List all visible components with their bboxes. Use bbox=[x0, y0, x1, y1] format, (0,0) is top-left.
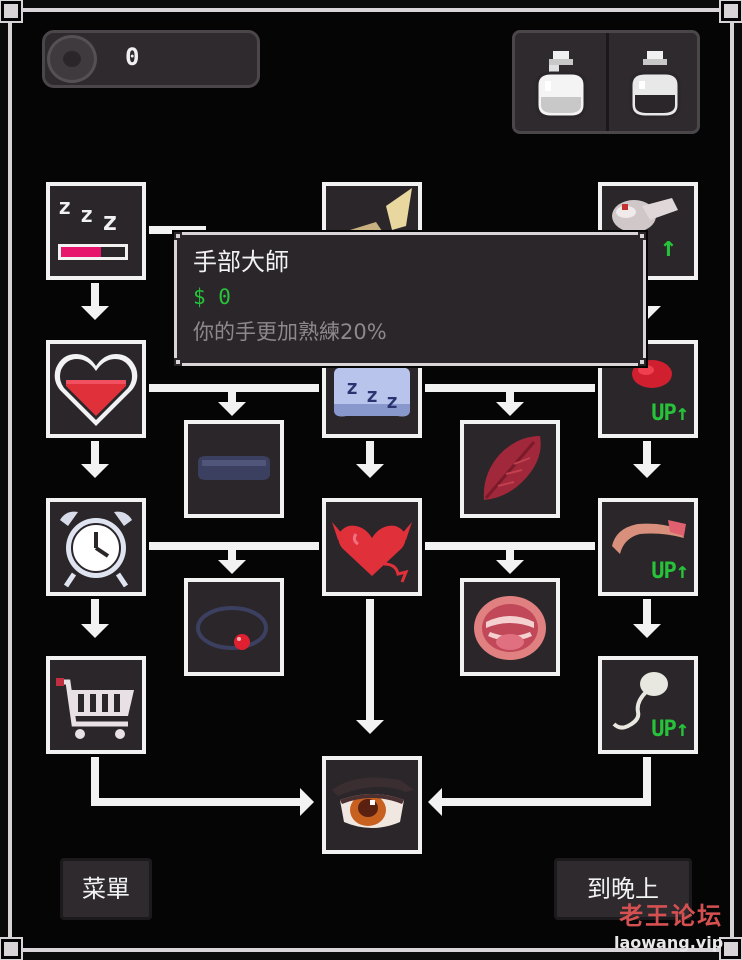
connector-line bbox=[91, 278, 99, 306]
eye-icon bbox=[332, 777, 414, 828]
alarm-clock-icon bbox=[60, 511, 132, 588]
tooltip-corner bbox=[638, 232, 646, 240]
skill-node-mouth[interactable] bbox=[457, 575, 563, 679]
arrow-down-icon bbox=[81, 624, 109, 638]
upgrade-label: UP↑ bbox=[651, 559, 689, 584]
menu-button[interactable]: 菜單 bbox=[60, 858, 152, 920]
skill-node-blindfold[interactable] bbox=[181, 417, 287, 521]
arrow-down-icon bbox=[356, 464, 384, 478]
svg-text:↑: ↑ bbox=[660, 230, 677, 263]
connector-line bbox=[442, 798, 651, 806]
arrow-down-icon bbox=[496, 402, 524, 416]
skill-node-shopping-cart[interactable] bbox=[43, 653, 149, 757]
connector-line bbox=[506, 550, 514, 562]
potion-inventory bbox=[512, 30, 700, 134]
svg-text:z: z bbox=[346, 375, 358, 399]
skill-node-alarm-clock[interactable] bbox=[43, 495, 149, 599]
tooltip-corner bbox=[174, 232, 182, 240]
ball-gag-icon bbox=[196, 606, 268, 650]
blindfold-icon bbox=[198, 456, 270, 480]
skill-node-devil-heart[interactable] bbox=[319, 495, 425, 599]
watermark-url: laowang.vip bbox=[614, 933, 724, 952]
connector-line bbox=[366, 436, 374, 464]
skill-tooltip: 手部大師 $ 0 你的手更加熟練20% bbox=[172, 230, 648, 368]
skill-node-tongue-up[interactable]: UP↑ bbox=[595, 495, 701, 599]
arrow-down-icon bbox=[633, 464, 661, 478]
tongue-up-icon bbox=[612, 520, 686, 554]
skill-node-ball-gag[interactable] bbox=[181, 575, 287, 679]
skill-node-sleep-meter[interactable]: z z z bbox=[43, 179, 149, 283]
to-night-button[interactable]: 到晚上 bbox=[554, 858, 692, 920]
connector-line bbox=[91, 436, 99, 464]
frame-corner bbox=[0, 937, 23, 960]
arrow-down-icon bbox=[81, 306, 109, 320]
red-feather-icon bbox=[483, 436, 541, 500]
connector-line bbox=[418, 384, 598, 392]
skill-node-heart-fill[interactable] bbox=[43, 337, 149, 441]
tooltip-cost: $ 0 bbox=[193, 285, 231, 309]
connector-line bbox=[91, 754, 99, 806]
eye-coin-icon bbox=[47, 35, 97, 83]
skill-node-feather[interactable] bbox=[457, 417, 563, 521]
tooltip-description: 你的手更加熟練20% bbox=[193, 320, 387, 344]
connector-line bbox=[91, 596, 99, 624]
skill-node-eye[interactable] bbox=[319, 753, 425, 857]
connector-line bbox=[506, 392, 514, 404]
tooltip-corner bbox=[174, 358, 182, 366]
connector-line bbox=[643, 436, 651, 464]
shopping-cart-icon bbox=[56, 678, 134, 739]
svg-text:z: z bbox=[102, 207, 118, 237]
connector-line bbox=[643, 596, 651, 624]
arrow-down-icon bbox=[356, 720, 384, 734]
connector-line bbox=[643, 754, 651, 806]
red-heart-up-icon bbox=[632, 360, 672, 388]
svg-text:z: z bbox=[80, 203, 93, 228]
frame-corner bbox=[719, 937, 742, 960]
arrow-down-icon bbox=[218, 560, 246, 574]
zzz-energy-bar-icon: z z z bbox=[58, 195, 128, 260]
hand-up-icon: ↑ bbox=[612, 198, 678, 263]
frame-corner bbox=[719, 0, 742, 23]
arrow-right-icon bbox=[300, 788, 314, 816]
watermark-title: 老王论坛 bbox=[619, 902, 724, 930]
connector-line bbox=[366, 596, 374, 720]
arrow-down-icon bbox=[496, 560, 524, 574]
watermark: 老王论坛 laowang.vip bbox=[604, 896, 723, 952]
connector-line bbox=[91, 798, 301, 806]
currency-counter: 0 bbox=[42, 30, 260, 88]
connector-line bbox=[418, 542, 598, 550]
connector-line bbox=[146, 226, 206, 234]
filled-heart-icon bbox=[54, 354, 138, 426]
tooltip-title: 手部大師 bbox=[193, 248, 289, 276]
skill-node-sperm-up[interactable]: UP↑ bbox=[595, 653, 701, 757]
arrow-down-icon bbox=[218, 402, 246, 416]
mouth-icon bbox=[474, 596, 546, 660]
pillow-zzz-icon: z z z bbox=[334, 367, 410, 417]
connector-line bbox=[146, 542, 324, 550]
tooltip-corner bbox=[638, 358, 646, 366]
svg-text:z: z bbox=[386, 389, 398, 413]
upgrade-label: UP↑ bbox=[651, 401, 689, 426]
svg-text:z: z bbox=[366, 383, 378, 407]
connector-line bbox=[228, 550, 236, 562]
sperm-up-icon bbox=[612, 672, 668, 730]
dark-potion-icon[interactable] bbox=[613, 41, 697, 127]
connector-line bbox=[228, 392, 236, 404]
devil-heart-icon bbox=[332, 522, 412, 583]
svg-text:z: z bbox=[58, 195, 71, 220]
upgrade-label: UP↑ bbox=[651, 717, 689, 742]
arrow-down-icon bbox=[81, 464, 109, 478]
currency-value: 0 bbox=[125, 43, 140, 71]
frame-corner bbox=[0, 0, 23, 23]
potion-divider bbox=[606, 33, 609, 131]
connector-line bbox=[146, 384, 324, 392]
arrow-left-icon bbox=[428, 788, 442, 816]
white-potion-icon[interactable] bbox=[519, 41, 603, 127]
arrow-down-icon bbox=[633, 624, 661, 638]
